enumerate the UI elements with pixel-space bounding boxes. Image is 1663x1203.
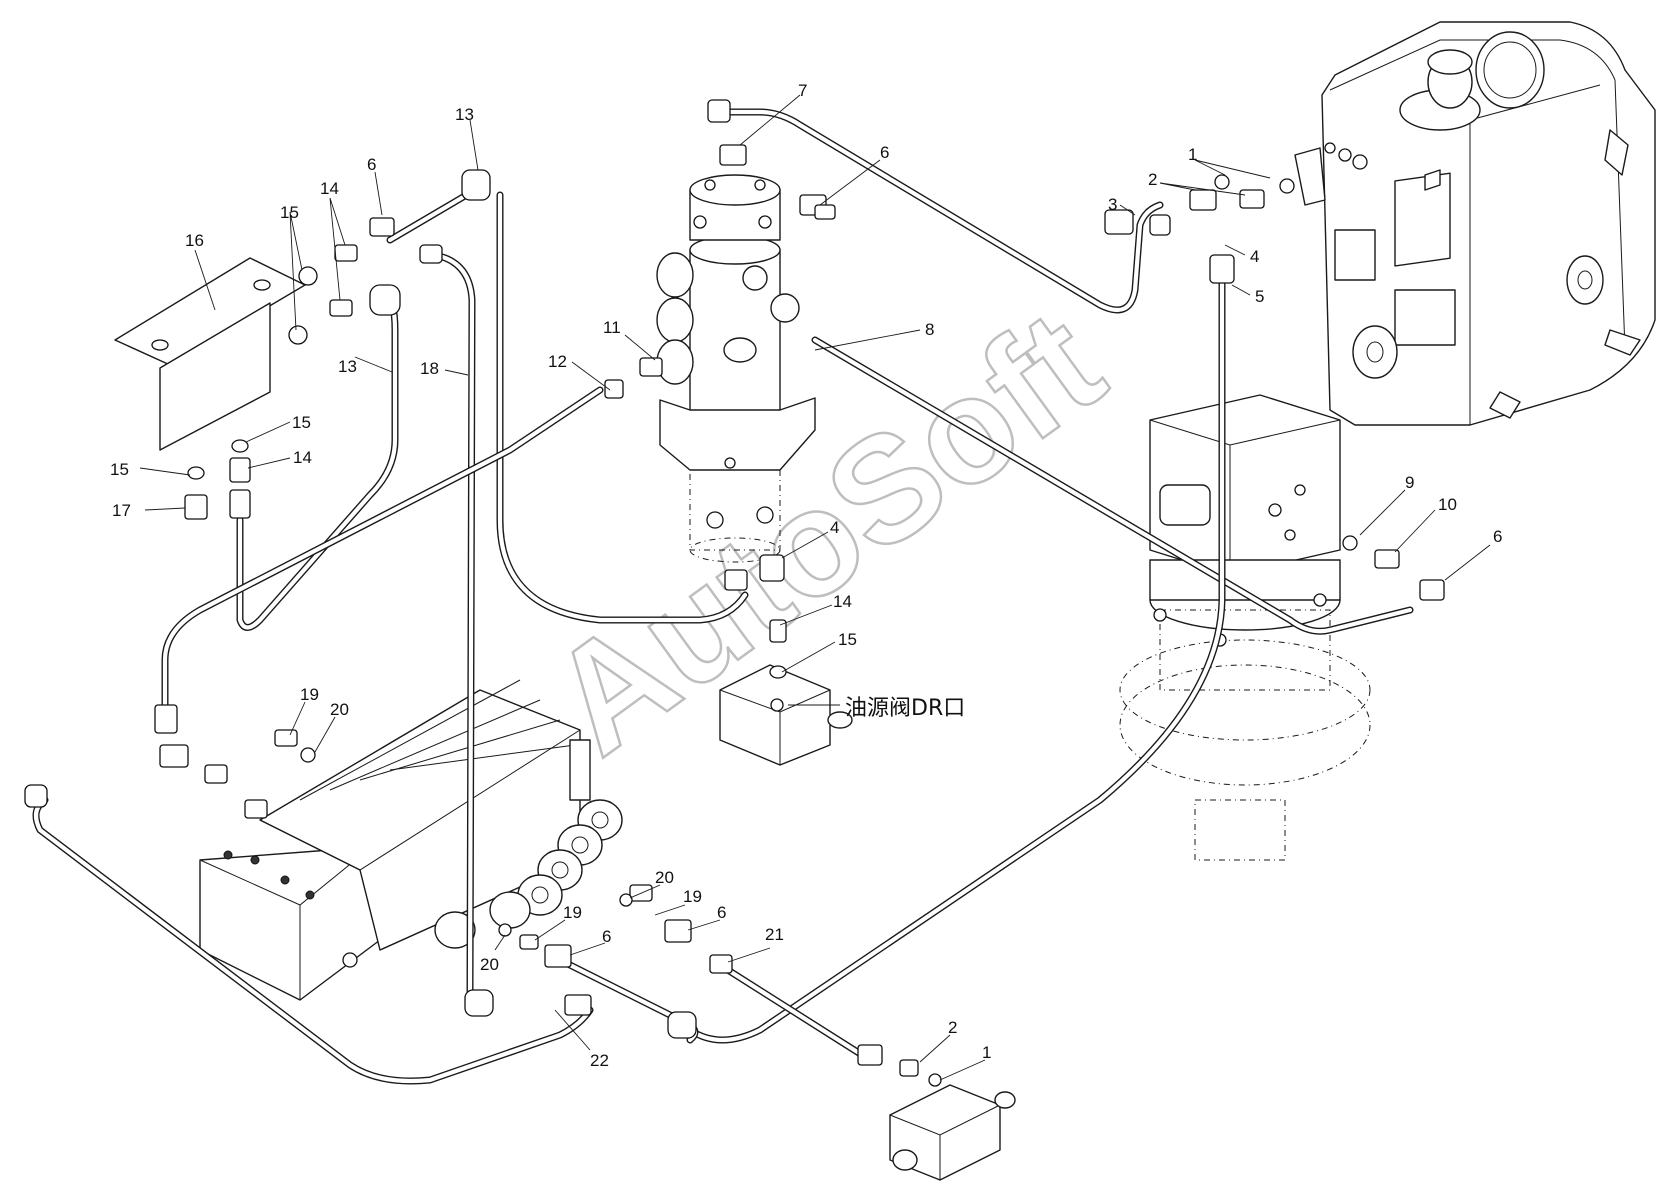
fittings bbox=[24, 99, 1445, 1087]
callouts: 1 2 3 4 5 7 6 8 9 10 6 11 12 13 13 18 6 … bbox=[110, 81, 1502, 1070]
callout-2-bottom: 2 bbox=[948, 1018, 957, 1037]
callout-15-left: 15 bbox=[110, 460, 129, 479]
callout-16: 16 bbox=[185, 231, 204, 250]
callout-15-box: 15 bbox=[280, 203, 299, 222]
callout-19-bottom: 19 bbox=[563, 903, 582, 922]
callout-1-tank: 1 bbox=[1188, 145, 1197, 164]
oil-source-valve bbox=[719, 664, 853, 766]
swing-motor bbox=[1119, 394, 1371, 861]
callout-2-tank: 2 bbox=[1148, 170, 1157, 189]
callout-6-box: 6 bbox=[367, 155, 376, 174]
callout-4-center: 4 bbox=[830, 518, 839, 537]
callout-17: 17 bbox=[112, 501, 131, 520]
callout-6-swivel: 6 bbox=[880, 143, 889, 162]
callout-6-motor: 6 bbox=[1493, 527, 1502, 546]
callout-1-bottom: 1 bbox=[982, 1043, 991, 1062]
hydraulic-tank bbox=[1294, 21, 1656, 426]
center-swivel-joint bbox=[656, 174, 816, 563]
spool-caps bbox=[434, 799, 623, 949]
callout-13-box: 13 bbox=[338, 357, 357, 376]
callout-20-right: 20 bbox=[655, 868, 674, 887]
dr-port-label: 油源阀DR口 bbox=[845, 696, 965, 721]
callout-22: 22 bbox=[590, 1051, 609, 1070]
callout-14-center: 14 bbox=[833, 592, 852, 611]
callout-19-top: 19 bbox=[300, 685, 319, 704]
callout-4-tank: 4 bbox=[1250, 247, 1259, 266]
callout-15-center: 15 bbox=[838, 630, 857, 649]
callout-15-right: 15 bbox=[292, 413, 311, 432]
main-control-valve bbox=[199, 679, 623, 1001]
callout-21: 21 bbox=[765, 925, 784, 944]
callout-19-right: 19 bbox=[683, 887, 702, 906]
filter-box bbox=[114, 257, 306, 451]
callout-7: 7 bbox=[798, 81, 807, 100]
callout-9: 9 bbox=[1405, 473, 1414, 492]
bottom-valve bbox=[889, 1084, 1016, 1181]
callout-20-top: 20 bbox=[330, 700, 349, 719]
callout-5: 5 bbox=[1255, 287, 1264, 306]
callout-8: 8 bbox=[925, 320, 934, 339]
callout-14-box: 14 bbox=[320, 179, 339, 198]
callout-6-right: 6 bbox=[717, 903, 726, 922]
callout-10: 10 bbox=[1438, 495, 1457, 514]
callout-18: 18 bbox=[420, 359, 439, 378]
callout-6-bottom: 6 bbox=[602, 927, 611, 946]
callout-3: 3 bbox=[1108, 195, 1117, 214]
callout-12: 12 bbox=[548, 352, 567, 371]
callout-20-bottom: 20 bbox=[480, 955, 499, 974]
callout-11: 11 bbox=[603, 318, 621, 337]
callout-13-top: 13 bbox=[455, 105, 474, 124]
leader-lines bbox=[139, 94, 1491, 1081]
callout-14-lower: 14 bbox=[293, 448, 312, 467]
